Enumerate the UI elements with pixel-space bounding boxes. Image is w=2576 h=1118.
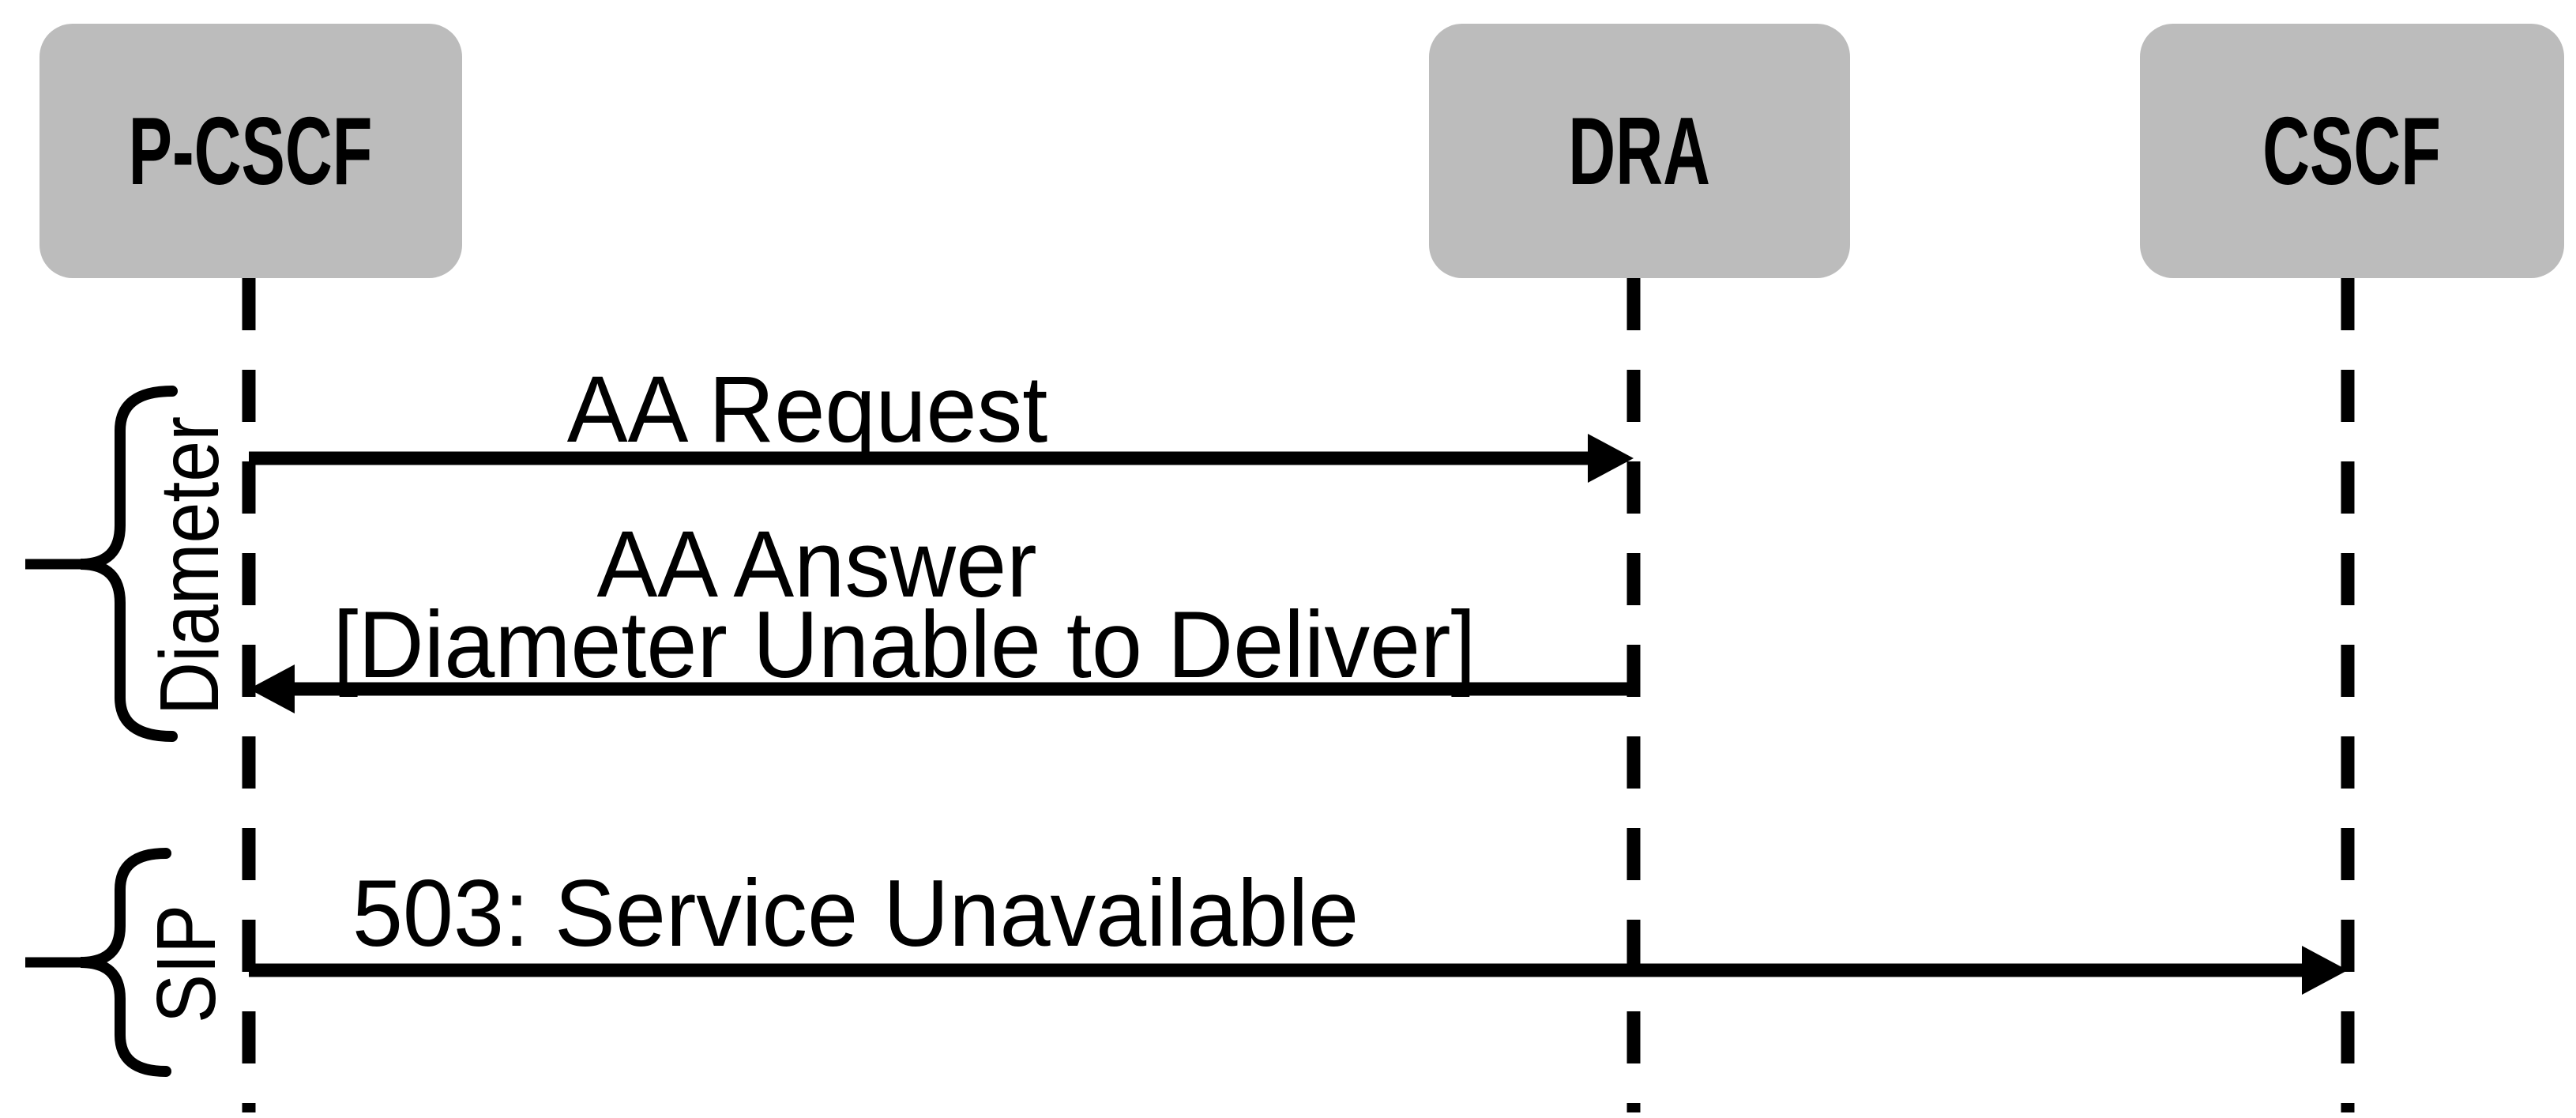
message-label-aa-request: AA Request bbox=[566, 356, 1048, 462]
arrow-503-head bbox=[2302, 946, 2348, 995]
actor-label-cscf: CSCF bbox=[2262, 97, 2442, 205]
message-label-aa-answer-qualifier: [Diameter Unable to Deliver] bbox=[333, 592, 1476, 698]
actor-box-pcscf: P-CSCF bbox=[39, 24, 462, 278]
actor-label-dra: DRA bbox=[1568, 97, 1711, 205]
message-label-503-service-unavailable: 503: Service Unavailable bbox=[352, 860, 1359, 966]
arrow-aa-answer-head bbox=[249, 664, 295, 713]
actor-box-dra: DRA bbox=[1429, 24, 1850, 278]
protocol-group-label-sip: SIP bbox=[140, 904, 233, 1024]
arrow-aa-request-head bbox=[1588, 434, 1634, 483]
actor-box-cscf: CSCF bbox=[2140, 24, 2564, 278]
protocol-group-label-diameter: Diameter bbox=[143, 416, 236, 716]
actor-label-pcscf: P-CSCF bbox=[129, 97, 373, 205]
message-label-aa-answer: AA Answer bbox=[596, 511, 1037, 617]
